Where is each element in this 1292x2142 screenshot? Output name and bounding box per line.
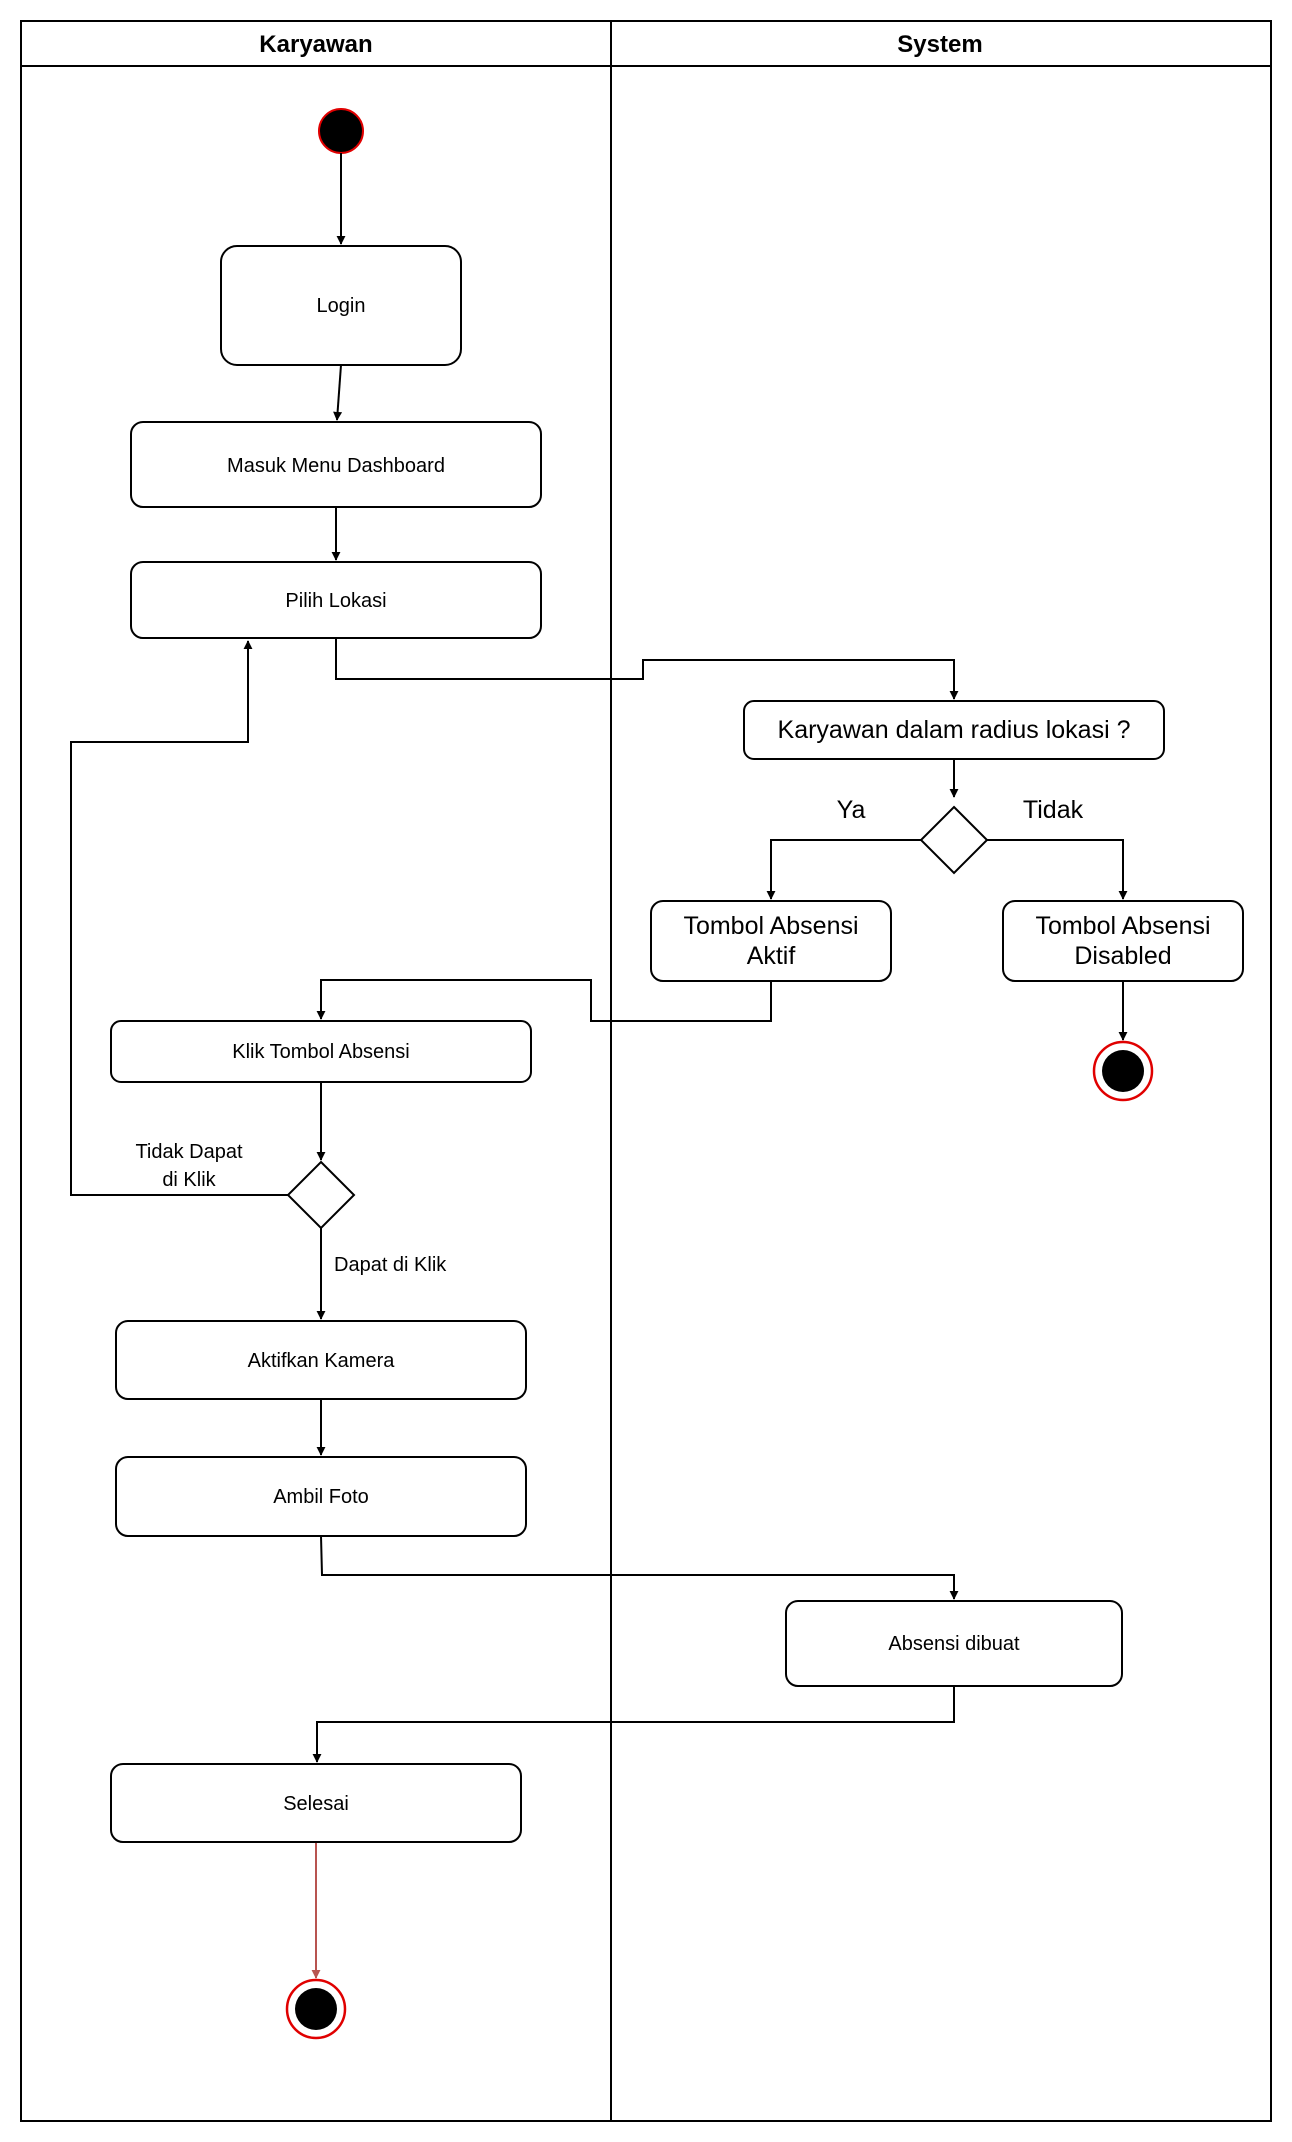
- edge-foto-absensi: [320, 1535, 959, 1600]
- absensi-dibuat-node: [785, 1600, 1123, 1687]
- tidak-dapat-label-line2: di Klik: [162, 1169, 216, 1191]
- end-node-disabled: [1092, 1040, 1154, 1102]
- tombol-aktif-label-line1: Tombol Absensi: [683, 912, 858, 940]
- dapat-label: Dapat di Klik: [334, 1254, 447, 1276]
- login-node: [220, 245, 462, 366]
- ambil-foto-node: [115, 1456, 527, 1537]
- edge-aktif-klik: [316, 979, 772, 1022]
- cek-radius-node: [743, 700, 1165, 760]
- aktifkan-kamera-node: [115, 1320, 527, 1400]
- edges: [70, 153, 1128, 1979]
- tombol-aktif-node: [650, 900, 892, 982]
- cek-radius-label: Karyawan dalam radius lokasi ?: [778, 716, 1131, 744]
- absensi-dibuat-label: Absensi dibuat: [888, 1633, 1020, 1655]
- lane-title-system: System: [897, 31, 982, 58]
- klik-tombol-label: Klik Tombol Absensi: [232, 1041, 410, 1063]
- tombol-disabled-node: [1002, 900, 1244, 982]
- klik-decision-node: [286, 1160, 356, 1230]
- edge-tidak-dapat-loop: [70, 640, 288, 1196]
- selesai-node: [110, 1763, 522, 1843]
- pilih-lokasi-node: [130, 561, 542, 639]
- tidak-dapat-label-line1: Tidak Dapat: [135, 1141, 243, 1163]
- edge-login-dashboard: [333, 364, 343, 421]
- ya-label: Ya: [837, 796, 866, 824]
- tombol-disabled-label-line2: Disabled: [1074, 942, 1171, 970]
- lane-title-karyawan: Karyawan: [259, 31, 372, 58]
- tidak-label: Tidak: [1023, 796, 1084, 824]
- end-node-main: [285, 1978, 347, 2040]
- start-node: [318, 108, 364, 154]
- radius-decision-node: [919, 805, 989, 875]
- dashboard-node: [130, 421, 542, 508]
- edge-decision-aktif: [766, 839, 921, 900]
- ambil-foto-label: Ambil Foto: [273, 1486, 369, 1508]
- pilih-lokasi-label: Pilih Lokasi: [285, 590, 386, 612]
- edge-decision-disabled: [987, 839, 1128, 900]
- tombol-aktif-label-line2: Aktif: [747, 942, 796, 970]
- swimlane-frame: [20, 20, 1272, 2122]
- edge-absensi-selesai: [312, 1686, 955, 1763]
- tombol-disabled-label-line1: Tombol Absensi: [1035, 912, 1210, 940]
- dashboard-label: Masuk Menu Dashboard: [227, 455, 445, 477]
- edge-pilih-cek: [335, 638, 959, 700]
- selesai-label: Selesai: [283, 1793, 349, 1815]
- aktifkan-kamera-label: Aktifkan Kamera: [248, 1350, 396, 1372]
- login-label: Login: [317, 295, 366, 317]
- klik-tombol-node: [110, 1020, 532, 1083]
